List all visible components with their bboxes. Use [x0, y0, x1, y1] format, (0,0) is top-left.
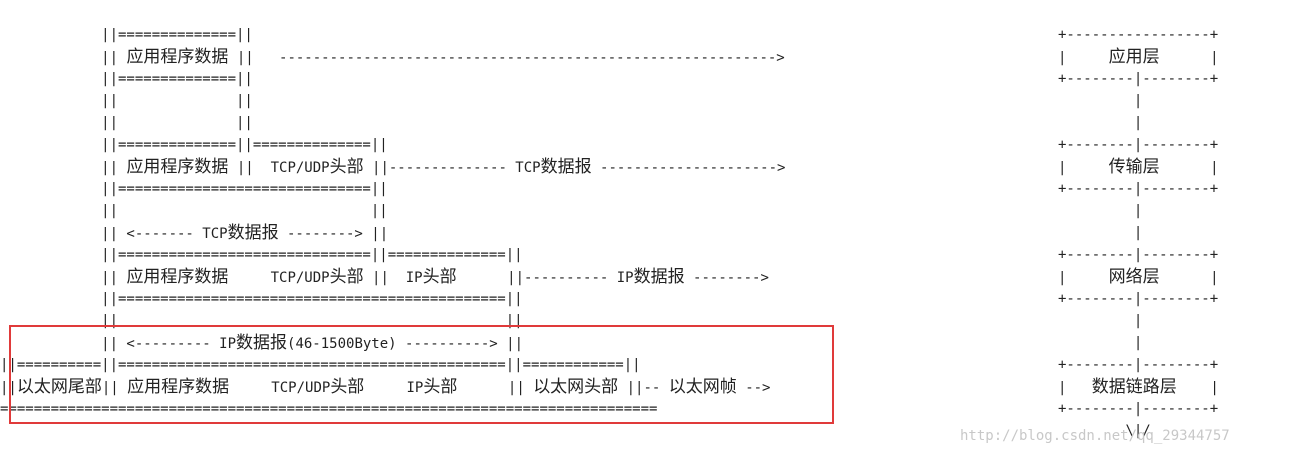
layer-border: +--------|--------+ — [1058, 71, 1219, 87]
layer-border: +--------|--------+ — [1058, 291, 1219, 307]
diagram-line: ||==========||==========================… — [0, 357, 641, 373]
diagram-line: || || — [0, 203, 388, 219]
layer-border: +-----------------+ — [1058, 27, 1219, 43]
diagram-line: || 应用程序数据 TCP/UDP头部 || IP头部 ||----------… — [0, 267, 778, 287]
diagram-line: ||==============|| — [0, 71, 253, 87]
layer-connector: | — [1133, 115, 1143, 131]
diagram-line: ||==============================||======… — [0, 247, 523, 263]
diagram-line: ========================================… — [0, 401, 658, 417]
layer-border: +--------|--------+ — [1058, 181, 1219, 197]
diagram-line: || 应用程序数据 || ---------------------------… — [0, 47, 794, 67]
layer-border: +--------|--------+ — [1058, 401, 1219, 417]
layer-connector: | — [1133, 313, 1143, 329]
layer-border: +--------|--------+ — [1058, 137, 1219, 153]
layer-connector: | — [1133, 93, 1143, 109]
layer-label-row: | 应用层 | — [1058, 47, 1219, 67]
diagram-line: ||==============||==============|| — [0, 137, 388, 153]
diagram-line: || || — [0, 115, 253, 131]
watermark: http://blog.csdn.net/qq_29344757 — [960, 428, 1230, 444]
diagram-line: || || — [0, 93, 253, 109]
diagram-line: || <------- TCP数据报 --------> || — [0, 223, 389, 243]
diagram-line: || 应用程序数据 || TCP/UDP头部 ||-------------- … — [0, 157, 794, 177]
diagram-line: || <--------- IP数据报(46-1500Byte) -------… — [0, 333, 524, 353]
layer-label-row: | 传输层 | — [1058, 157, 1219, 177]
layer-border: +--------|--------+ — [1058, 247, 1219, 263]
layer-border: +--------|--------+ — [1058, 357, 1219, 373]
diagram-line: ||==============================|| — [0, 181, 388, 197]
diagram-line: ||======================================… — [0, 291, 523, 307]
layer-connector: | — [1133, 335, 1143, 351]
ethernet-frame-highlight — [9, 325, 834, 424]
layer-connector: | — [1133, 225, 1143, 241]
layer-connector: | — [1133, 203, 1143, 219]
bottom-arrow-mark: \|/ — [1125, 423, 1151, 439]
layer-label-row: | 网络层 | — [1058, 267, 1219, 287]
layer-label-row: | 数据链路层 | — [1058, 377, 1219, 397]
diagram-line: ||以太网尾部|| 应用程序数据 TCP/UDP头部 IP头部 || 以太网头部… — [0, 377, 779, 397]
diagram-line: ||==============|| — [0, 27, 253, 43]
